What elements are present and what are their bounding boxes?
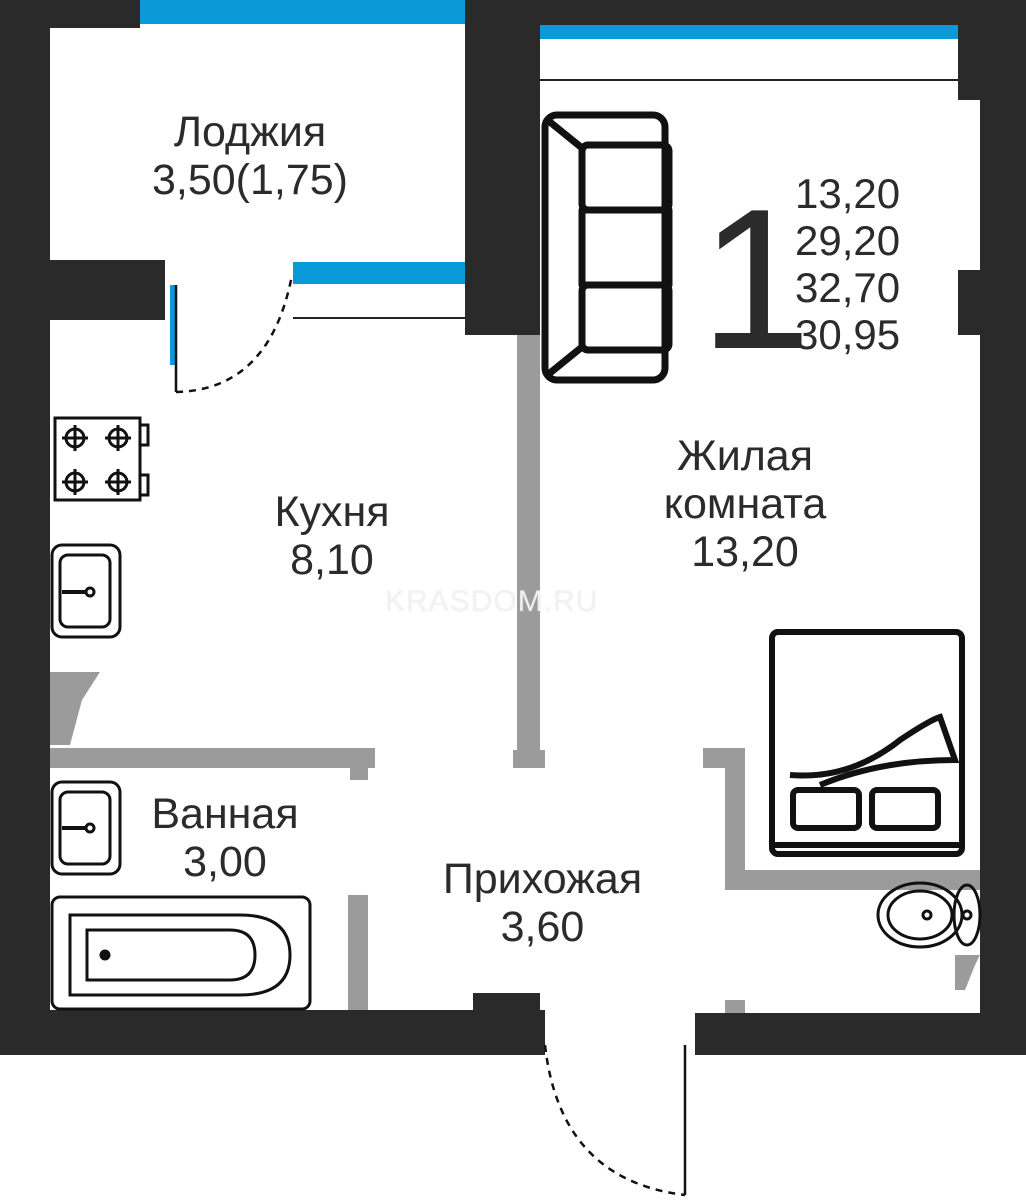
room-area: 3,60 (500, 903, 585, 952)
area-without-loggia: 29,20 (795, 217, 901, 265)
windows (140, 0, 958, 365)
stove-icon (53, 416, 150, 502)
room-name: Прихожая (442, 855, 643, 903)
room-living-label: Жилая комната 13,20 (620, 432, 870, 576)
living-area: 13,20 (795, 170, 901, 217)
room-bath-label: Ванная 3,00 (125, 790, 325, 886)
rooms-count: 1 (700, 168, 812, 391)
bathtub-icon (50, 895, 312, 1011)
watermark: KRASDOM.RU (385, 585, 599, 618)
sink-icon (50, 543, 122, 639)
toilet-icon (876, 881, 982, 949)
room-kitchen-label: Кухня 8,10 (232, 488, 432, 584)
room-name: Ванная (151, 790, 299, 838)
room-loggia-label: Лоджия 3,50(1,75) (120, 108, 380, 204)
area-summary: 13,20 29,20 32,70 30,95 (795, 170, 900, 358)
sofa-icon (541, 111, 673, 384)
door-swing-icon (174, 274, 687, 1197)
room-area: 8,10 (290, 536, 374, 585)
room-name: Лоджия (173, 108, 327, 156)
room-area: 3,00 (183, 838, 267, 887)
partitions (50, 335, 980, 1013)
room-name-line2: комната (663, 480, 827, 529)
room-area: 3,50(1,75) (151, 156, 349, 205)
room-area: 13,20 (691, 528, 799, 577)
reduced-area: 30,95 (795, 311, 901, 359)
room-name: Кухня (274, 488, 390, 536)
room-name-line1: Жилая (676, 432, 813, 480)
bed-icon (769, 629, 965, 857)
total-area: 32,70 (795, 264, 901, 312)
sink-icon (50, 780, 122, 876)
walls (0, 0, 1026, 1055)
room-hall-label: Прихожая 3,60 (410, 855, 675, 951)
